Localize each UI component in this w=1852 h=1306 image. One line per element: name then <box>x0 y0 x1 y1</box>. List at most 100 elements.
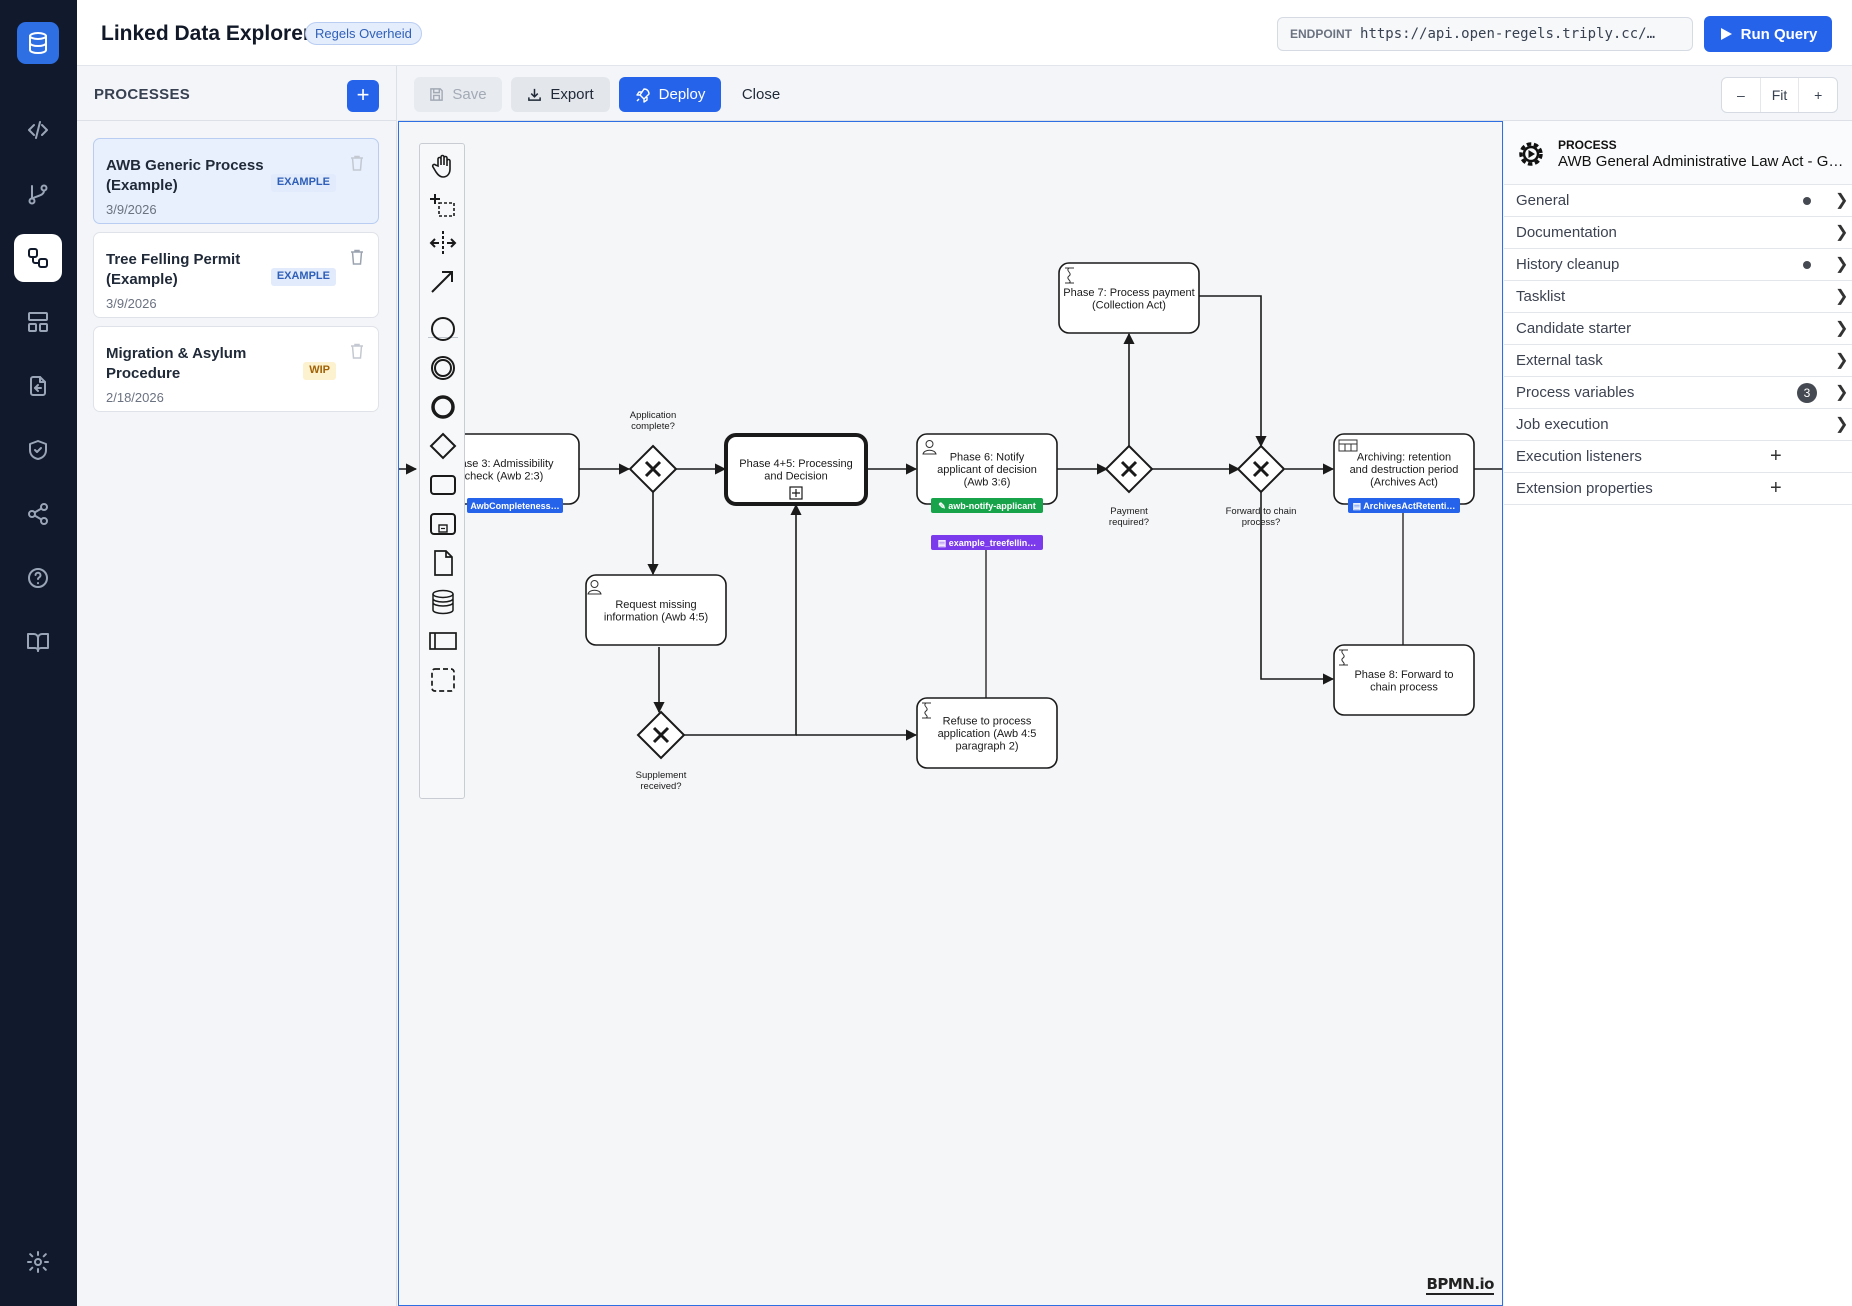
properties-groups: General❯ Documentation ❯ History cleanup❯… <box>1504 185 1852 505</box>
badge-awb-completeness: AwbCompleteness… <box>470 501 559 511</box>
book-icon[interactable] <box>14 618 62 666</box>
trash-icon[interactable] <box>350 155 364 171</box>
endpoint-url[interactable]: https://api.open-regels.triply.cc/… <box>1360 26 1656 42</box>
data-store-icon[interactable] <box>428 587 458 617</box>
group-label: Extension properties <box>1516 480 1653 497</box>
badges <box>467 498 1460 550</box>
palette-separator <box>428 337 458 338</box>
group-documentation[interactable]: Documentation ❯ <box>1504 217 1852 249</box>
trash-icon[interactable] <box>350 249 364 265</box>
group-external-task[interactable]: External task❯ <box>1504 345 1852 377</box>
group-label: Execution listeners <box>1516 448 1642 465</box>
chevron-right-icon: ❯ <box>1835 224 1849 241</box>
run-query-button[interactable]: Run Query <box>1704 16 1832 52</box>
app-title: Linked Data Explorer <box>101 22 312 45</box>
run-query-label: Run Query <box>1740 25 1818 43</box>
start-event-icon[interactable] <box>428 314 458 344</box>
import-icon[interactable] <box>14 362 62 410</box>
properties-panel: PROCESS AWB General Administrative Law A… <box>1504 121 1852 1306</box>
group-label: Documentation <box>1516 224 1617 241</box>
tool-palette <box>419 143 465 799</box>
workflow-icon[interactable] <box>14 234 62 282</box>
process-card[interactable]: Tree Felling Permit (Example) EXAMPLE 3/… <box>93 232 379 318</box>
badge-notify-applicant: ✎ awb-notify-applicant <box>938 501 1036 511</box>
process-name: Tree Felling Permit (Example) <box>106 251 241 288</box>
hand-tool-icon[interactable] <box>428 150 458 180</box>
brand-badge: Regels Overheid <box>305 22 422 45</box>
end-event-icon[interactable] <box>428 392 458 422</box>
code-icon[interactable] <box>14 106 62 154</box>
group-tasklist[interactable]: Tasklist❯ <box>1504 281 1852 313</box>
download-icon <box>528 88 542 101</box>
badge-archives: ▤ ArchivesActRetenti… <box>1353 501 1456 511</box>
database-icon[interactable] <box>17 22 59 64</box>
add-process-button[interactable]: + <box>347 80 379 112</box>
close-button[interactable]: Close <box>741 86 781 103</box>
associations <box>985 512 1404 698</box>
endpoint-field[interactable]: ENDPOINT https://api.open-regels.triply.… <box>1277 17 1693 51</box>
lasso-tool-icon[interactable] <box>428 190 458 220</box>
layout-icon[interactable] <box>14 298 62 346</box>
data-object-icon[interactable] <box>428 548 458 578</box>
group-candidate-starter[interactable]: Candidate starter❯ <box>1504 313 1852 345</box>
process-card[interactable]: Migration & Asylum Procedure WIP 2/18/20… <box>93 326 379 412</box>
intermediate-event-icon[interactable] <box>428 353 458 383</box>
sidebar-header: PROCESSES + <box>77 66 396 121</box>
export-button[interactable]: Export <box>511 77 610 112</box>
group-execution-listeners[interactable]: Execution listeners + <box>1504 441 1852 473</box>
save-label: Save <box>452 86 487 103</box>
connect-tool-icon[interactable] <box>428 266 458 296</box>
group-job-execution[interactable]: Job execution❯ <box>1504 409 1852 441</box>
gateways <box>628 444 1286 760</box>
save-icon <box>430 88 444 101</box>
group-extension-properties[interactable]: Extension properties + <box>1504 473 1852 505</box>
chevron-right-icon: ❯ <box>1835 256 1849 273</box>
deploy-button[interactable]: Deploy <box>619 77 721 112</box>
process-name: AWB Generic Process (Example) <box>106 157 264 194</box>
properties-type: PROCESS <box>1558 138 1617 152</box>
save-button[interactable]: Save <box>414 77 502 112</box>
zoom-out-button[interactable]: – <box>1722 78 1761 112</box>
task-icon[interactable] <box>428 470 458 500</box>
pool-icon[interactable] <box>428 626 458 656</box>
zoom-controls: – Fit + <box>1721 77 1838 113</box>
group-history-cleanup[interactable]: History cleanup❯ <box>1504 249 1852 281</box>
space-tool-icon[interactable] <box>428 228 458 258</box>
group-icon[interactable] <box>428 665 458 695</box>
shield-icon[interactable] <box>14 426 62 474</box>
tasks <box>428 262 1475 769</box>
properties-header: PROCESS AWB General Administrative Law A… <box>1504 121 1852 185</box>
zoom-in-button[interactable]: + <box>1814 87 1823 103</box>
trash-icon[interactable] <box>350 343 364 359</box>
share-icon[interactable] <box>14 490 62 538</box>
gateway-icon[interactable] <box>428 431 458 461</box>
zoom-fit-button[interactable]: Fit <box>1761 78 1800 112</box>
process-tag: EXAMPLE <box>270 268 336 286</box>
chevron-right-icon: ❯ <box>1835 192 1849 209</box>
help-icon[interactable] <box>14 554 62 602</box>
subprocess-icon[interactable] <box>428 509 458 539</box>
chevron-right-icon: ❯ <box>1835 384 1849 401</box>
add-icon[interactable]: + <box>1770 477 1782 499</box>
group-label: External task <box>1516 352 1603 369</box>
group-label: Job execution <box>1516 416 1609 433</box>
settings-icon[interactable] <box>14 1238 62 1286</box>
branch-icon[interactable] <box>14 170 62 218</box>
bpmn-io-logo[interactable]: BPMN.io <box>1426 1275 1494 1295</box>
count-badge: 3 <box>1797 383 1817 403</box>
endpoint-label: ENDPOINT <box>1290 27 1353 41</box>
task-label-phase7: Phase 7: Process payment(Collection Act) <box>1063 287 1194 312</box>
add-icon[interactable]: + <box>1770 445 1782 467</box>
process-card[interactable]: AWB Generic Process (Example) EXAMPLE 3/… <box>93 138 379 224</box>
group-label: Tasklist <box>1516 288 1566 305</box>
group-general[interactable]: General❯ <box>1504 185 1852 217</box>
